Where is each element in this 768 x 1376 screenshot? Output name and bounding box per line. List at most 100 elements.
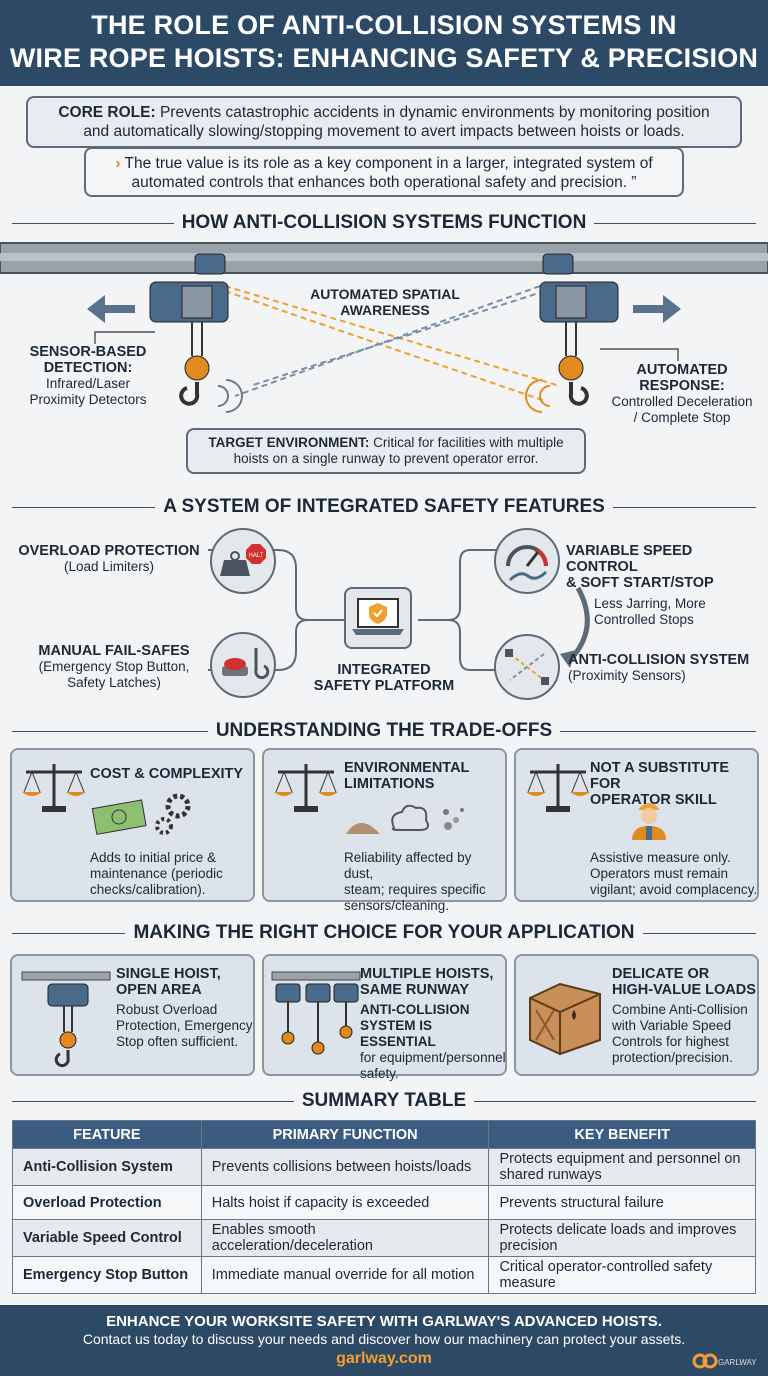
multiple-hoists-icon: [271, 971, 361, 1055]
laptop-shield-icon: [352, 598, 404, 635]
left-hoist: [149, 253, 243, 413]
response-sub-2: / Complete Stop: [633, 410, 731, 425]
tradeoff-card-cost: COST & COMPLEXITY Adds to initial price …: [10, 748, 255, 902]
table-row: Anti-Collision System Prevents collision…: [12, 1148, 756, 1186]
money-gears-icon: [91, 793, 191, 835]
table-cell-function: Prevents collisions between hoists/loads: [200, 1148, 490, 1186]
response-sub-1: Controlled Deceleration: [611, 394, 753, 409]
sensor-sub-2: Proximity Detectors: [29, 392, 147, 407]
footer-url-link[interactable]: garlway.com: [336, 1350, 432, 1367]
tradeoff-env-text-1: Reliability affected by dust,: [344, 850, 472, 881]
table-header-cell: PRIMARY FUNCTION: [200, 1120, 490, 1149]
stop-sign-label: HALT: [249, 553, 264, 559]
tradeoff-operator-text-3: vigilant; avoid complacency.: [590, 882, 758, 897]
estop-button-icon: [222, 648, 270, 680]
manual-sub-2: Safety Latches): [67, 675, 161, 690]
table-cell-benefit: Critical operator-controlled safety meas…: [488, 1256, 756, 1294]
choice-multiple-bold-2: SYSTEM IS ESSENTIAL: [360, 1018, 436, 1049]
core-role-text: Prevents catastrophic accidents in dynam…: [159, 104, 710, 121]
arrow-right-icon: [633, 295, 681, 323]
anti-collision-sub: (Proximity Sensors): [568, 668, 686, 683]
choice-delicate-text-2: with Variable Speed: [612, 1018, 732, 1033]
speed-title-2: & SOFT START/STOP: [566, 575, 714, 591]
overload-title: OVERLOAD PROTECTION: [18, 543, 200, 559]
right-hoist: [525, 253, 619, 413]
sensor-beams: [224, 285, 561, 402]
table-cell-benefit: Protects equipment and personnel on shar…: [488, 1148, 756, 1186]
page-header: THE ROLE OF ANTI-COLLISION SYSTEMS IN WI…: [0, 0, 768, 86]
quote-line-2: automated controls that enhances both op…: [131, 174, 637, 191]
tradeoff-card-environment: ENVIRONMENTAL LIMITATIONS Reliability af…: [262, 748, 507, 913]
choice-multiple-title-2: SAME RUNWAY: [360, 982, 470, 998]
title-line-1: THE ROLE OF ANTI-COLLISION SYSTEMS IN: [91, 10, 677, 40]
awareness-label-2: AWARENESS: [340, 302, 430, 318]
jarring-text-2: Controlled Stops: [594, 612, 694, 627]
hoist-diagram: [0, 242, 768, 413]
tradeoff-env-text-2: steam; requires specific: [344, 882, 486, 897]
table-row: Overload Protection Halts hoist if capac…: [12, 1185, 756, 1220]
balance-scale-icon: [526, 764, 590, 812]
choice-single-title-1: SINGLE HOIST,: [116, 966, 221, 982]
footer-title: ENHANCE YOUR WORKSITE SAFETY WITH GARLWA…: [106, 1313, 662, 1330]
tradeoff-cost-text-2: maintenance (periodic: [90, 866, 223, 881]
quote-line-1: The true value is its role as a key comp…: [124, 155, 653, 172]
table-row: Variable Speed Control Enables smooth ac…: [12, 1219, 756, 1257]
page-footer: ENHANCE YOUR WORKSITE SAFETY WITH GARLWA…: [0, 1305, 768, 1376]
choice-card-delicate: DELICATE OR HIGH-VALUE LOADS Combine Ant…: [514, 954, 759, 1076]
table-header-cell: FEATURE: [12, 1120, 202, 1149]
choice-multiple-bold-1: ANTI-COLLISION: [360, 1002, 470, 1017]
target-env-label: TARGET ENVIRONMENT:: [208, 435, 370, 450]
tradeoff-operator-text-2: Operators must remain: [590, 866, 729, 881]
choice-delicate-text-3: Controls for highest: [612, 1034, 730, 1049]
speed-title-1: VARIABLE SPEED CONTROL: [566, 543, 693, 575]
choice-delicate-text-1: Combine Anti-Collision: [612, 1002, 748, 1017]
sensor-title-1: SENSOR-BASED: [29, 344, 147, 360]
table-cell-benefit: Prevents structural failure: [488, 1185, 756, 1220]
section-tradeoffs-heading: UNDERSTANDING THE TRADE-OFFS: [0, 720, 768, 742]
tradeoff-env-title-2: LIMITATIONS: [344, 776, 435, 792]
section-summary-heading: SUMMARY TABLE: [0, 1090, 768, 1112]
response-title-2: RESPONSE:: [639, 378, 725, 394]
table-cell-function: Halts hoist if capacity is exceeded: [200, 1185, 490, 1220]
logo-text: GARLWAY: [718, 1358, 757, 1367]
weight-stop-icon: HALT: [220, 544, 266, 576]
choice-single-title-2: OPEN AREA: [116, 982, 202, 998]
target-environment-box: TARGET ENVIRONMENT: Critical for facilit…: [186, 428, 586, 474]
table-header-row: FEATURE PRIMARY FUNCTION KEY BENEFIT: [12, 1120, 756, 1149]
tradeoff-operator-title-1: NOT A SUBSTITUTE FOR: [590, 760, 730, 792]
single-hoist-icon: [21, 971, 111, 1068]
choice-delicate-title-2: HIGH-VALUE LOADS: [612, 982, 756, 998]
table-cell-benefit: Protects delicate loads and improves pre…: [488, 1219, 756, 1257]
choice-delicate-text-4: protection/precision.: [612, 1050, 733, 1065]
platform-label-2: SAFETY PLATFORM: [313, 678, 455, 694]
proximity-sensor-icon: [505, 649, 549, 685]
choice-single-text-1: Robust Overload: [116, 1002, 218, 1017]
tradeoff-cost-title: COST & COMPLEXITY: [90, 766, 244, 782]
summary-table-wrap: FEATURE PRIMARY FUNCTION KEY BENEFIT Ant…: [12, 1120, 756, 1294]
choice-multiple-text-2: safety.: [360, 1066, 399, 1081]
table-cell-feature: Overload Protection: [12, 1185, 202, 1220]
core-role-box: CORE ROLE: Prevents catastrophic acciden…: [26, 96, 742, 148]
choice-multiple-text-1: for equipment/personnel: [360, 1050, 506, 1065]
quote-box: › The true value is its role as a key co…: [84, 147, 684, 197]
manual-sub-1: (Emergency Stop Button,: [38, 659, 190, 674]
jarring-text-1: Less Jarring, More: [594, 596, 706, 611]
operator-worker-icon: [632, 803, 666, 840]
anti-collision-title: ANTI-COLLISION SYSTEM: [568, 652, 750, 668]
tradeoff-env-title-1: ENVIRONMENTAL: [344, 760, 470, 776]
choice-multiple-title-1: MULTIPLE HOISTS,: [360, 966, 494, 982]
speed-icon-circle: [494, 528, 560, 594]
table-cell-function: Immediate manual override for all motion: [200, 1256, 490, 1294]
chevron-right-icon: ›: [115, 155, 121, 172]
table-cell-feature: Emergency Stop Button: [12, 1256, 202, 1294]
choice-card-single: SINGLE HOIST, OPEN AREA Robust Overload …: [10, 954, 255, 1076]
manual-title: MANUAL FAIL-SAFES: [38, 643, 190, 659]
platform-label-1: INTEGRATED: [337, 662, 431, 678]
table-row: Emergency Stop Button Immediate manual o…: [12, 1256, 756, 1294]
section-features-heading: A SYSTEM OF INTEGRATED SAFETY FEATURES: [0, 496, 768, 518]
overload-sub: (Load Limiters): [63, 559, 155, 574]
arrow-left-icon: [87, 295, 135, 323]
sensor-title-2: DETECTION:: [43, 360, 133, 376]
table-cell-feature: Anti-Collision System: [12, 1148, 202, 1186]
tradeoff-cost-text-1: Adds to initial price &: [90, 850, 217, 865]
